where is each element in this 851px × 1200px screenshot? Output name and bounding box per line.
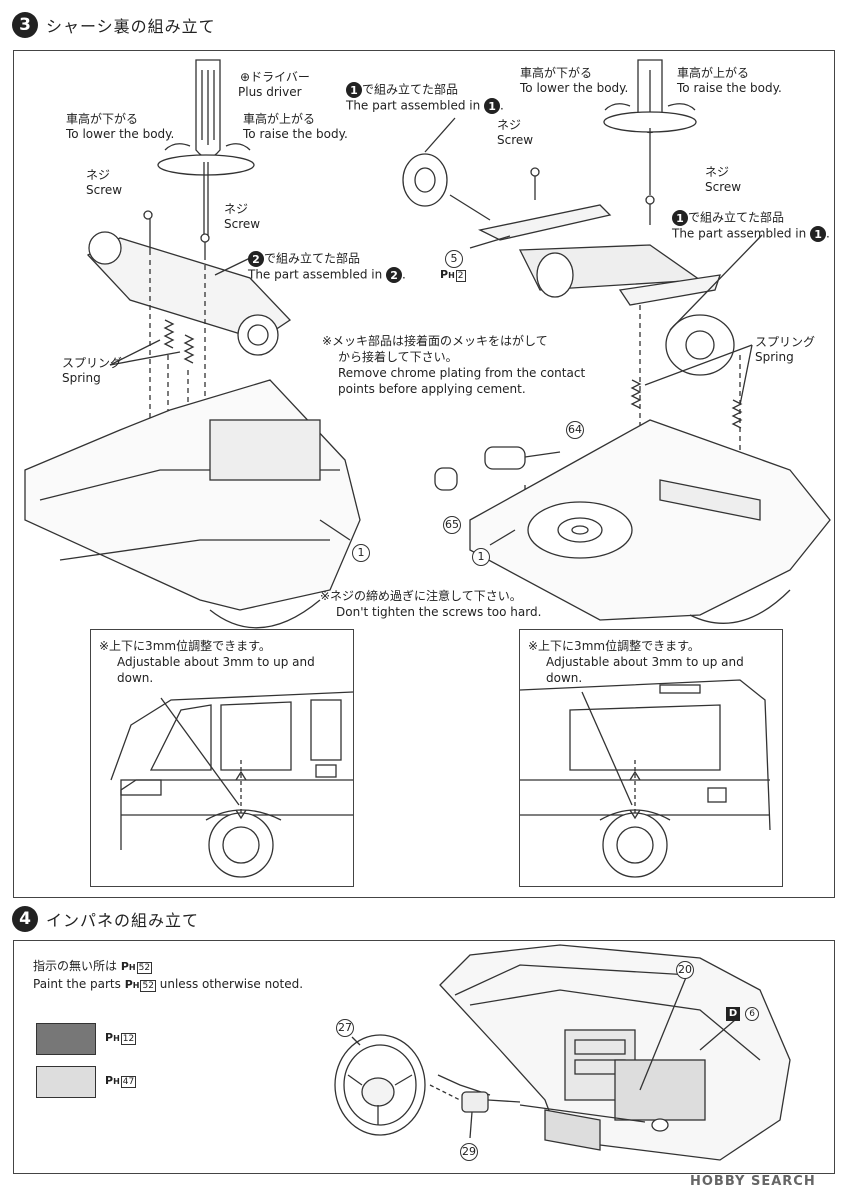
van-rear-drawing — [519, 679, 771, 878]
van-front-drawing — [110, 691, 354, 878]
part-1-right: 1 — [472, 545, 490, 566]
step-3-panel — [13, 50, 835, 898]
chrome-plating-note: ※メッキ部品は接着面のメッキをはがして から接着して下さい。 Remove ch… — [322, 334, 586, 396]
part-1-left: 1 — [352, 541, 370, 562]
step-3-drawing — [24, 59, 831, 629]
part-64: 64 — [566, 418, 584, 439]
hobby-search-watermark: HOBBY SEARCH — [690, 1174, 816, 1189]
part-27: 27 — [336, 1016, 354, 1037]
driver-label: ⊕ドライバー Plus driver — [238, 70, 310, 99]
step-4-number: 4 — [12, 906, 38, 932]
color-swatch-dark — [36, 1023, 96, 1055]
step-3-title: シャーシ裏の組み立て — [46, 17, 216, 36]
step-3-header: 3 シャーシ裏の組み立て — [12, 12, 216, 38]
adjust-box-right: ※上下に3mm位調整できます。 Adjustable about 3mm to … — [519, 629, 783, 887]
step-4-panel — [13, 940, 835, 1174]
step-4-title: インパネの組み立て — [46, 911, 200, 930]
screw-tighten-note: ※ネジの締め過ぎに注意して下さい。 Don't tighten the scre… — [320, 589, 542, 619]
part-d6-label: D 6 — [726, 1001, 760, 1021]
adjust-box-left: ※上下に3mm位調整できます。 Adjustable about 3mm to … — [90, 629, 354, 887]
part-65: 65 — [443, 513, 461, 534]
color-swatch-light — [36, 1066, 96, 1098]
part-5: 5 — [445, 247, 463, 268]
step-3-number: 3 — [12, 12, 38, 38]
step-4-header: 4 インパネの組み立て — [12, 906, 199, 932]
part-20: 20 — [676, 958, 694, 979]
part-29: 29 — [460, 1140, 478, 1161]
